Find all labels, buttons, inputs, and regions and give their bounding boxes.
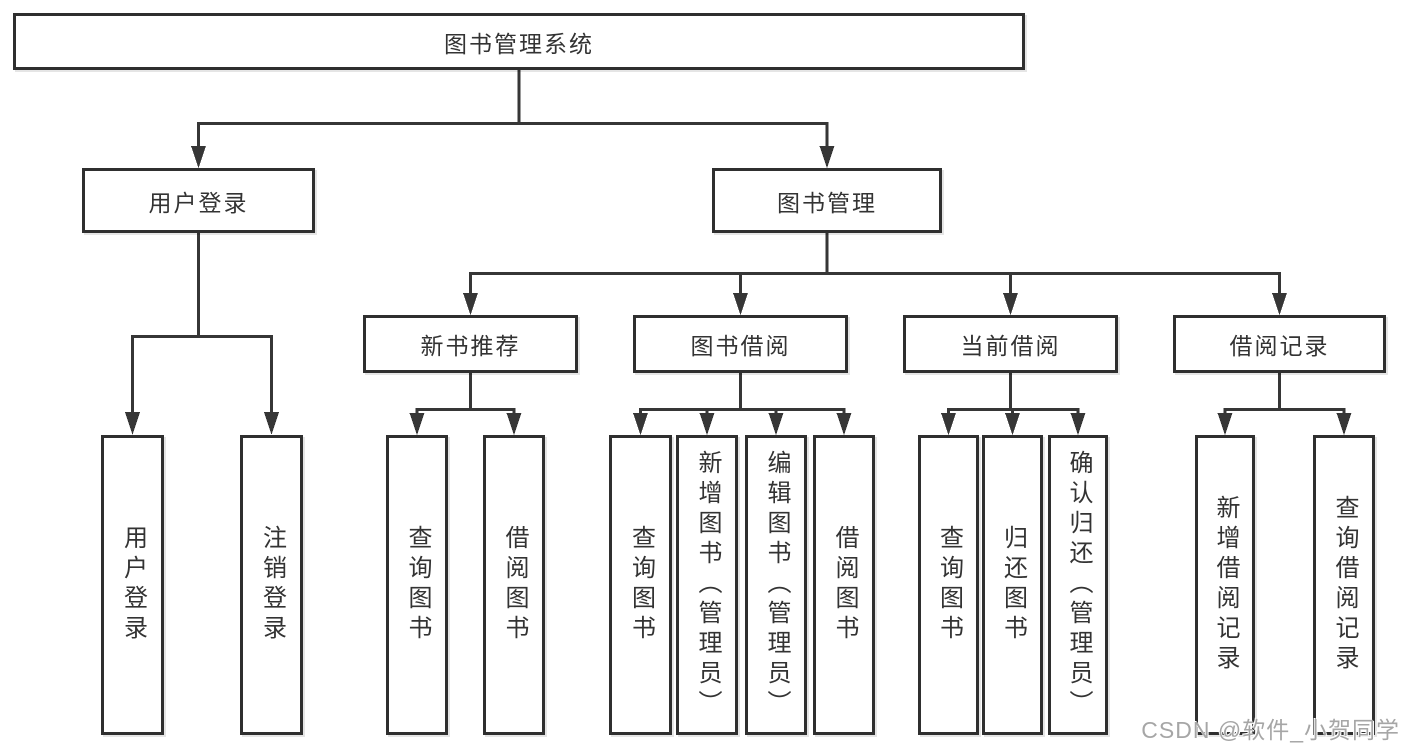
arrowhead-down-icon bbox=[463, 293, 478, 315]
arrowhead-down-icon bbox=[768, 413, 784, 435]
node-label: 借阅图书 bbox=[501, 525, 528, 645]
connector-new-book-recommend-to-leaves bbox=[409, 373, 522, 435]
leaf-query-books-2: 查询图书 bbox=[609, 435, 672, 735]
node-label: 用户登录 bbox=[119, 525, 147, 645]
arrowhead-down-icon bbox=[1336, 413, 1352, 435]
arrowhead-down-icon bbox=[125, 412, 140, 435]
node-label: 新增图书（管理员） bbox=[694, 450, 721, 720]
node-label: 新增借阅记录 bbox=[1212, 495, 1239, 675]
connector-borrow-record-to-leaves bbox=[1217, 373, 1352, 435]
arrowhead-down-icon bbox=[264, 412, 279, 435]
arrowhead-down-icon bbox=[941, 413, 956, 435]
node-label: 查询图书 bbox=[935, 525, 963, 645]
node-label: 借阅记录 bbox=[1229, 333, 1330, 359]
arrowhead-down-icon bbox=[733, 293, 748, 315]
csdn-watermark: CSDN @软件_小贺同学 bbox=[1141, 717, 1400, 743]
node-label: 归还图书 bbox=[999, 525, 1027, 645]
node-label: 用户登录 bbox=[148, 189, 249, 216]
node-label: 图书管理系统 bbox=[444, 30, 594, 57]
arrowhead-down-icon bbox=[1217, 413, 1233, 435]
leaf-logout: 注销登录 bbox=[240, 435, 303, 735]
node-label: 确认归还（管理员） bbox=[1065, 450, 1092, 720]
node-new-book-recommend: 新书推荐 bbox=[363, 315, 578, 373]
node-book-management: 图书管理 bbox=[712, 168, 942, 233]
node-root-system: 图书管理系统 bbox=[13, 13, 1025, 70]
arrowhead-down-icon bbox=[699, 413, 715, 435]
leaf-query-books-3: 查询图书 bbox=[918, 435, 979, 735]
connector-user-login-to-leaves bbox=[125, 233, 279, 435]
node-label: 编辑图书（管理员） bbox=[763, 450, 790, 720]
leaf-borrow-books-2: 借阅图书 bbox=[813, 435, 875, 735]
arrowhead-down-icon bbox=[633, 413, 648, 435]
node-label: 借阅图书 bbox=[831, 525, 858, 645]
arrowhead-down-icon bbox=[409, 413, 425, 435]
node-user-login: 用户登录 bbox=[82, 168, 315, 233]
node-label: 查询借阅记录 bbox=[1331, 495, 1358, 675]
node-label: 查询图书 bbox=[627, 525, 655, 645]
leaf-return-book: 归还图书 bbox=[982, 435, 1043, 735]
leaf-edit-book-admin: 编辑图书（管理员） bbox=[745, 435, 807, 735]
arrowhead-down-icon bbox=[836, 413, 852, 435]
node-borrow-record: 借阅记录 bbox=[1173, 315, 1386, 373]
arrowhead-down-icon bbox=[506, 413, 522, 435]
leaf-query-books-1: 查询图书 bbox=[386, 435, 448, 735]
connector-book-management-to-level3 bbox=[463, 233, 1287, 315]
node-label: 新书推荐 bbox=[420, 333, 521, 359]
node-label: 查询图书 bbox=[404, 525, 431, 645]
node-label: 图书借阅 bbox=[690, 333, 791, 359]
leaf-add-borrow-record: 新增借阅记录 bbox=[1195, 435, 1255, 735]
connector-book-borrow-to-leaves bbox=[633, 373, 852, 435]
arrowhead-down-icon bbox=[1070, 413, 1086, 435]
arrowhead-down-icon bbox=[1003, 293, 1018, 315]
node-label: 图书管理 bbox=[777, 189, 877, 216]
leaf-query-borrow-record: 查询借阅记录 bbox=[1313, 435, 1375, 735]
leaf-add-book-admin: 新增图书（管理员） bbox=[676, 435, 738, 735]
arrowhead-down-icon bbox=[819, 146, 835, 168]
arrowhead-down-icon bbox=[1005, 413, 1020, 435]
node-book-borrow: 图书借阅 bbox=[633, 315, 848, 373]
node-label: 当前借阅 bbox=[960, 333, 1061, 359]
connector-current-borrow-to-leaves bbox=[941, 373, 1086, 435]
leaf-borrow-books-1: 借阅图书 bbox=[483, 435, 545, 735]
leaf-confirm-return-admin: 确认归还（管理员） bbox=[1048, 435, 1108, 735]
node-label: 注销登录 bbox=[258, 525, 286, 645]
leaf-user-login: 用户登录 bbox=[101, 435, 164, 735]
node-current-borrow: 当前借阅 bbox=[903, 315, 1118, 373]
arrowhead-down-icon bbox=[191, 146, 206, 168]
arrowhead-down-icon bbox=[1272, 293, 1287, 315]
connector-root-to-level2 bbox=[191, 70, 835, 168]
